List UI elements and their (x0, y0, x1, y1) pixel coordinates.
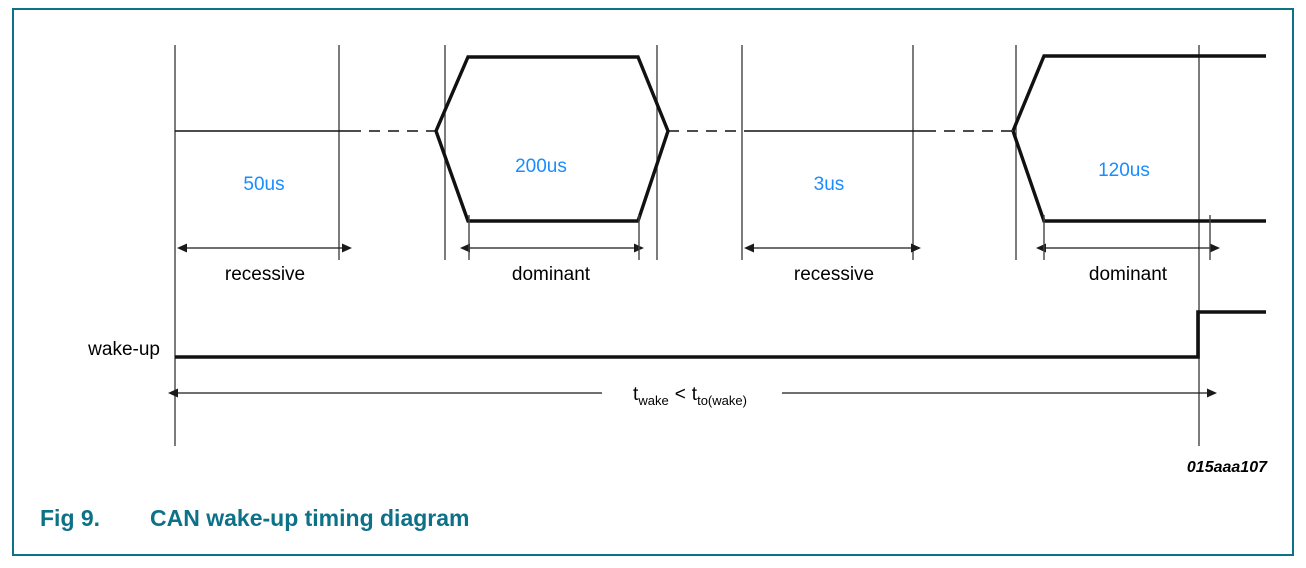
twake-lhs-sub: wake (637, 393, 668, 408)
duration-label-50us: 50us (243, 174, 284, 195)
timing-diagram: 50us 200us 3us 120us recessive dominant … (87, 45, 1268, 476)
state-label-recessive-2: recessive (794, 264, 874, 285)
state-label-recessive-1: recessive (225, 264, 305, 285)
dominant-pulse-2-upper (1011, 54, 1266, 132)
figure-caption-title: CAN wake-up timing diagram (150, 505, 470, 531)
duration-label-200us: 200us (515, 156, 567, 177)
bus-dominant-pulse-200us (434, 55, 670, 223)
twake-formula: twake<tto(wake) (633, 384, 747, 408)
twake-rhs-sub: to(wake) (697, 393, 747, 408)
dominant-pulse-1-shape (434, 55, 670, 223)
guide-lines (174, 45, 1200, 446)
state-label-dominant-2: dominant (1089, 264, 1168, 285)
duration-label-3us: 3us (814, 174, 845, 195)
wakeup-signal-label: wake-up (87, 339, 160, 360)
wakeup-waveform (175, 310, 1266, 359)
twake-lhs-base: t (633, 384, 639, 405)
figure-frame: 50us 200us 3us 120us recessive dominant … (12, 8, 1294, 556)
twake-rhs-base: t (692, 384, 698, 405)
figure-caption-number: Fig 9. (40, 505, 101, 531)
twake-operator: < (675, 384, 686, 405)
state-label-dominant-1: dominant (512, 264, 591, 285)
diagram-id: 015aaa107 (1187, 459, 1268, 476)
dimension-ticks (468, 215, 1211, 260)
wakeup-trace (175, 310, 1266, 359)
figure-caption: Fig 9. CAN wake-up timing diagram (40, 505, 469, 532)
duration-label-120us: 120us (1098, 160, 1150, 181)
bus-dominant-pulse-120us (1011, 54, 1266, 223)
